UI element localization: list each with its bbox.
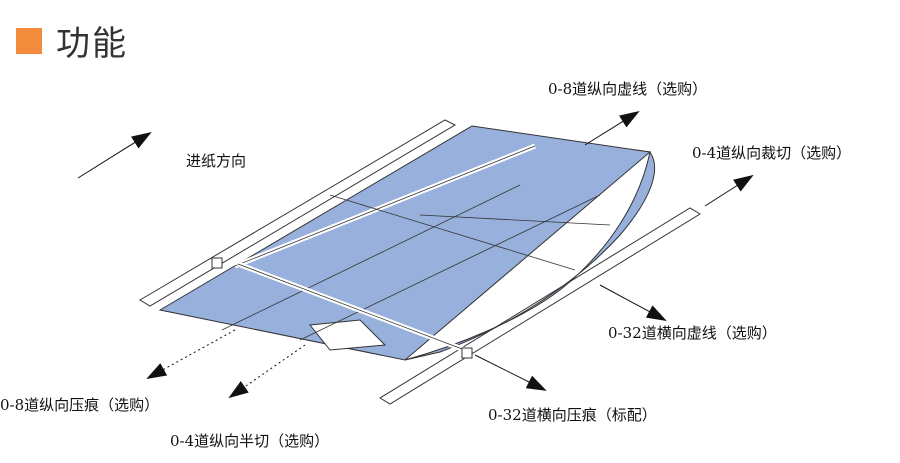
label-long-half-cut: 0-4道纵向半切（选购） (170, 432, 329, 450)
label-cross-crease: 0-32道横向压痕（标配） (488, 406, 657, 424)
label-cross-dotted: 0-32道横向虚线（选购） (608, 324, 777, 342)
label-long-cut: 0-4道纵向裁切（选购） (692, 144, 851, 162)
title-bullet-square (16, 27, 42, 54)
rail-clamp (461, 347, 473, 359)
cross-dotted-line (329, 194, 576, 271)
arrow-long-dotted (584, 110, 640, 146)
page-title: 功能 (56, 24, 128, 64)
page-header: 功能 (16, 16, 128, 65)
long-cut-line (221, 184, 521, 331)
paper-sheet (158, 125, 656, 361)
arrow-long-cut (704, 174, 754, 207)
arrow-long-crease (146, 329, 236, 379)
long-half-cut-line (299, 194, 601, 341)
cut-flap (309, 319, 387, 351)
arrow-cross-crease (474, 354, 547, 391)
feed-direction-arrow (77, 131, 152, 179)
arrow-long-half-cut (228, 344, 306, 399)
label-long-dotted: 0-8道纵向虚线（选购） (548, 80, 707, 98)
right-rail (379, 207, 701, 405)
feed-direction-label: 进纸方向 (186, 152, 246, 170)
arrow-cross-dotted (599, 284, 667, 321)
label-long-crease: 0-8道纵向压痕（选购） (0, 396, 159, 414)
